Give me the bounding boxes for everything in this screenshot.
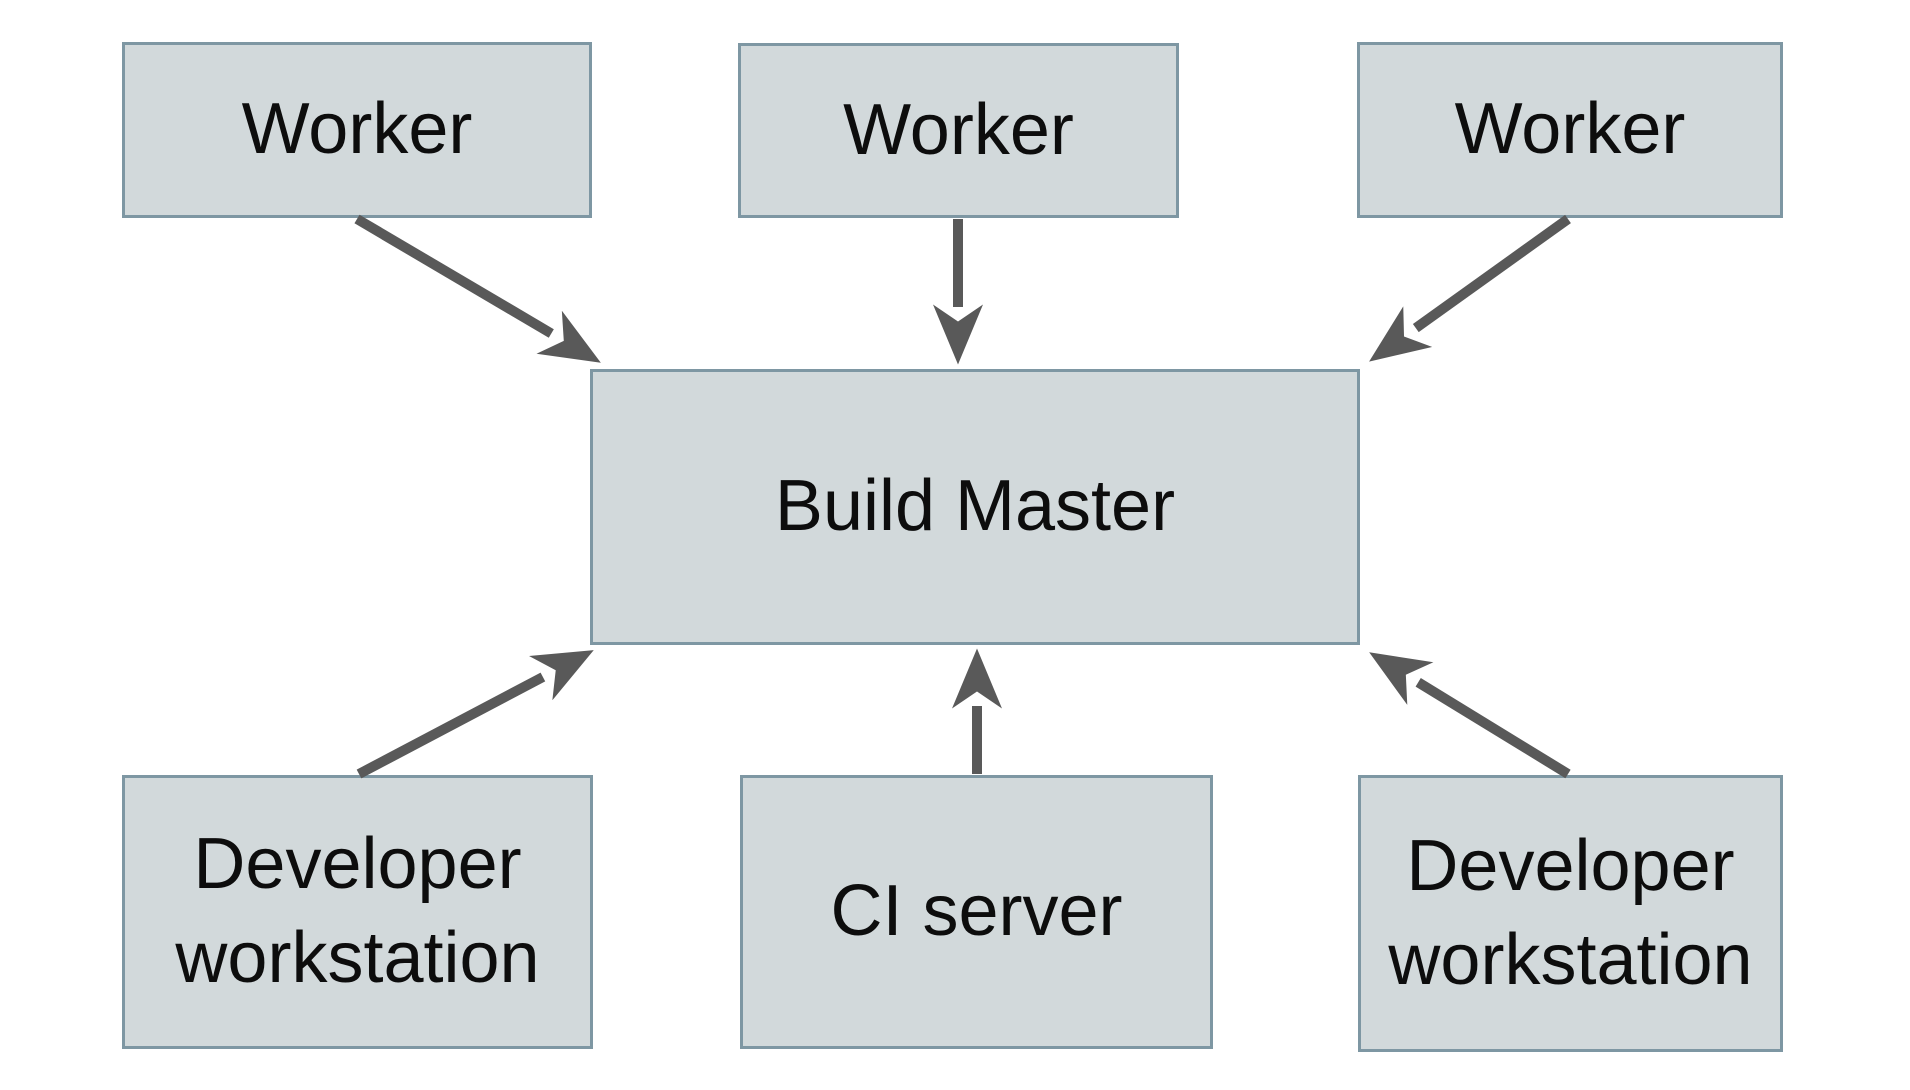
- arrow-developer-workstation-right-to-build-master: [1369, 652, 1571, 779]
- node-developer-workstation-right: Developer workstation: [1358, 775, 1783, 1052]
- arrow-developer-workstation-left-to-build-master: [356, 650, 594, 779]
- node-developer-workstation-right-label: Developer workstation: [1388, 825, 1753, 1000]
- node-worker-left-label: Worker: [241, 89, 473, 170]
- node-worker-right: Worker: [1357, 42, 1783, 218]
- arrow-worker-left-to-build-master: [354, 214, 601, 363]
- node-build-master-label: Build Master: [774, 466, 1176, 547]
- node-worker-right-label: Worker: [1454, 89, 1686, 170]
- node-developer-workstation-left-label: Developer workstation: [175, 824, 540, 998]
- node-worker-center: Worker: [738, 43, 1179, 218]
- arrow-worker-right-to-build-master: [1369, 214, 1571, 362]
- node-worker-center-label: Worker: [843, 89, 1074, 170]
- node-ci-server: CI server: [740, 775, 1213, 1049]
- node-build-master: Build Master: [590, 369, 1360, 645]
- node-ci-server-label: CI server: [830, 871, 1123, 952]
- node-developer-workstation-left: Developer workstation: [122, 775, 593, 1049]
- node-worker-left: Worker: [122, 42, 592, 218]
